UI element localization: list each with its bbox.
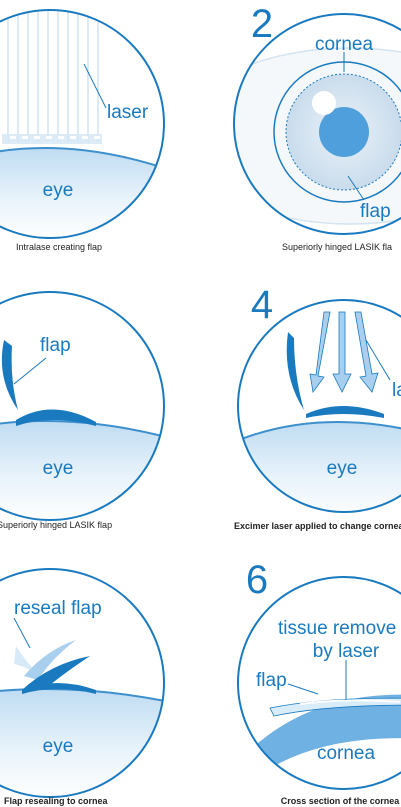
cornea-bed [306,406,384,418]
step-number: 6 [246,558,268,602]
eye-shape [0,148,164,238]
eye-label: eye [327,458,358,479]
eye-shape [0,421,164,520]
cornea-bed [16,409,96,426]
panel-circle [0,291,165,521]
pupil [319,107,369,157]
lifted-flap [286,332,304,410]
panel-4-excimer-laser: 4 la eye Excimer laser applied to change… [234,283,401,531]
cornea-label: cornea [315,34,374,55]
flap-leader-line [347,175,365,201]
panel-4-caption: Excimer laser applied to change corneal [234,521,401,531]
panel-5-caption: Flap resealing to cornea [4,796,109,806]
laser-label: la [392,380,401,401]
panel-3-caption: Superiorly hinged LASIK flap [0,520,112,530]
eye-label: eye [43,180,74,201]
step-number: 2 [251,2,273,46]
tissue-label-line-2: by laser [313,641,380,662]
panel-circle [0,568,165,798]
panel-2-cornea-top-view: 2 cornea flap Superiorly hinged LASIK fl… [233,2,401,252]
panel-circle [237,576,401,790]
flap-leader-line [287,683,319,695]
panel-6-caption: Cross section of the cornea [281,796,401,806]
panel-5-reseal-flap: reseal flap eye Flap resealing to cornea [0,568,165,806]
flap-motion-ghost [14,646,40,676]
panel-circle [0,9,165,239]
laser-beams [7,10,99,142]
removed-tissue [299,699,401,705]
laser-leader-line [365,339,391,381]
highlight [312,91,336,115]
panel-circle [237,299,401,513]
cornea-cross-section [240,694,401,776]
panel-1-caption: Intralase creating flap [16,242,102,252]
eye-shape [0,689,164,797]
panel-6-cross-section: 6 tissue remove by laser flap cornea Cro… [237,558,401,806]
flap-leader-line [13,357,47,385]
reseal-leader-line [13,617,31,649]
flap-label: flap [40,335,71,356]
resealing-flap [22,656,90,690]
eye-label: eye [43,736,74,757]
tissue-label-line-1: tissue remove [278,618,396,639]
flap-motion-ghost [24,640,76,680]
flap-label: flap [256,670,287,691]
panel-3-flap-lifted: flap eye Superiorly hinged LASIK flap [0,291,165,530]
step-number: 4 [251,283,273,327]
laser-label: laser [107,102,149,123]
laser-leader-line [83,63,107,109]
panel-2-caption: Superiorly hinged LASIK fla [282,242,392,252]
panel-1-intralase: laser eye Intralase creating flap [0,9,165,252]
eye-label: eye [43,458,74,479]
reseal-label: reseal flap [14,598,102,619]
laser-arrows [309,311,379,394]
panel-circle [233,13,401,235]
flap-label: flap [360,201,391,222]
lifted-flap [1,340,18,410]
cornea-label: cornea [317,743,376,764]
